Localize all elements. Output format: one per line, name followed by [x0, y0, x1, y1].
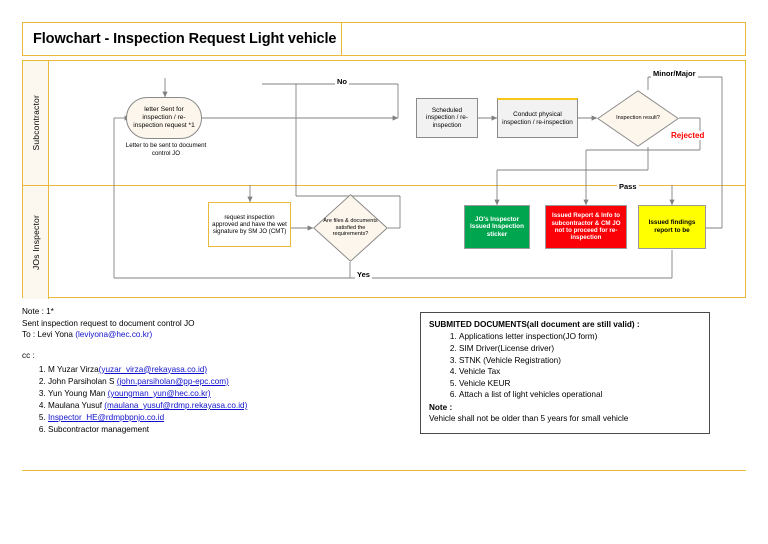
node-issued-inspection-sticker[interactable]: JO's Inspector Issued Inspection sticker [464, 205, 530, 249]
cc-email-1[interactable]: (yuzar_virza@rekayasa.co.id) [98, 364, 208, 374]
submitted-documents-panel: SUBMITED DOCUMENTS(all document are stil… [420, 312, 710, 434]
cc-email-2[interactable]: (john.parsiholan@pp-epc.com) [116, 376, 229, 386]
list-item: STNK (Vehicle Registration) [459, 355, 701, 366]
edge-label-pass: Pass [617, 182, 639, 191]
notes-cc-label: cc : [22, 350, 35, 360]
notes-panel: Note : 1* Sent inspection request to doc… [22, 306, 402, 466]
node-inspection-result-label: Inspection result? [616, 115, 660, 122]
caption-letter-sent: Letter to be sent to document control JO [125, 142, 207, 157]
bottom-divider [22, 470, 746, 471]
edge-label-no: No [335, 77, 349, 86]
cc-email-3[interactable]: (youngman_yun@hec.co.kr) [107, 388, 211, 398]
notes-recipient: To : Levi Yona (leviyona@hec.co.kr) [22, 329, 402, 341]
list-item: Applications letter inspection(JO form) [459, 331, 701, 342]
list-item: John Parsiholan S (john.parsiholan@pp-ep… [48, 376, 402, 388]
list-item: Vehicle Tax [459, 366, 701, 377]
edge-label-yes: Yes [355, 270, 372, 279]
cc-email-5[interactable]: Inspector_HE@rdmpbpnjo.co.id [48, 413, 165, 423]
list-item: Maulana Yusuf (maulana_yusuf@rdmp.rekaya… [48, 400, 402, 412]
cc-email-4[interactable]: (maulana_yusuf@rdmp.rekayasa.co.id) [104, 400, 248, 410]
submitted-documents-note-text: Vehicle shall not be older than 5 years … [429, 413, 629, 423]
cc-name-4: Maulana Yusuf [48, 400, 105, 410]
edge-label-minor-major: Minor/Major [651, 69, 698, 78]
cc-name-6: Subcontractor management [48, 425, 150, 435]
cc-name-2: John Parsiholan S [48, 376, 117, 386]
list-item: Subcontractor management [48, 424, 402, 436]
node-issued-report-rejected[interactable]: Issued Report & Info to subcontractor & … [545, 205, 627, 249]
swimlane-jos-inspector-label: JOs Inspector [30, 214, 41, 271]
cc-name-1: M Yuzar Virza [48, 364, 99, 374]
list-item: Yun Young Man (youngman_yun@hec.co.kr) [48, 388, 402, 400]
list-item: SIM Driver(License driver) [459, 343, 701, 354]
swimlane-jos-inspector: JOs Inspector [23, 186, 745, 299]
notes-line-1: Sent inspection request to document cont… [22, 318, 195, 328]
list-item: Vehicle KEUR [459, 378, 701, 389]
notes-note-label: Note : 1* [22, 307, 54, 316]
swimlane-jos-inspector-header: JOs Inspector [23, 186, 49, 299]
node-files-documents-label: Are files & documents satisfied the requ… [323, 217, 378, 238]
swimlane-subcontractor-header: Subcontractor [23, 61, 49, 185]
node-inspection-result-decision[interactable]: Inspection result? [597, 90, 679, 147]
submitted-documents-note-label: Note : [429, 402, 453, 412]
node-files-documents-decision[interactable]: Are files & documents satisfied the requ… [313, 194, 388, 262]
node-letter-sent[interactable]: letter Sent for inspection / re-inspecti… [126, 97, 202, 139]
node-request-inspection-approved[interactable]: request inspection approved and have the… [208, 202, 291, 247]
edge-label-rejected: Rejected [669, 131, 707, 140]
node-conduct-physical-inspection[interactable]: Conduct physical inspection / re-inspect… [497, 98, 578, 138]
list-item: Attach a list of light vehicles operatio… [459, 389, 701, 400]
list-item: Inspector_HE@rdmpbpnjo.co.id [48, 412, 402, 424]
submitted-documents-title: SUBMITED DOCUMENTS(all document are stil… [429, 320, 640, 329]
page-title-box: Flowchart - Inspection Request Light veh… [22, 22, 342, 56]
diamond-shape-files-documents [313, 194, 388, 262]
notes-to-email[interactable]: (leviyona@hec.co.kr) [75, 330, 153, 340]
node-scheduled-inspection[interactable]: Scheduled inspection / re-inspection [416, 98, 478, 138]
submitted-documents-list: Applications letter inspection(JO form) … [429, 331, 701, 400]
swimlane-subcontractor: Subcontractor [23, 61, 745, 186]
list-item: M Yuzar Virza(yuzar_virza@rekayasa.co.id… [48, 364, 402, 376]
node-issued-findings-report[interactable]: Issued findings report to be [638, 205, 706, 249]
notes-to-label: To : Levi Yona [22, 330, 76, 340]
diamond-shape-inspection-result [597, 90, 679, 147]
notes-cc-list: M Yuzar Virza(yuzar_virza@rekayasa.co.id… [22, 364, 402, 436]
cc-name-3: Yun Young Man [48, 388, 108, 398]
page-title: Flowchart - Inspection Request Light veh… [33, 31, 337, 47]
swimlane-subcontractor-label: Subcontractor [30, 95, 41, 151]
